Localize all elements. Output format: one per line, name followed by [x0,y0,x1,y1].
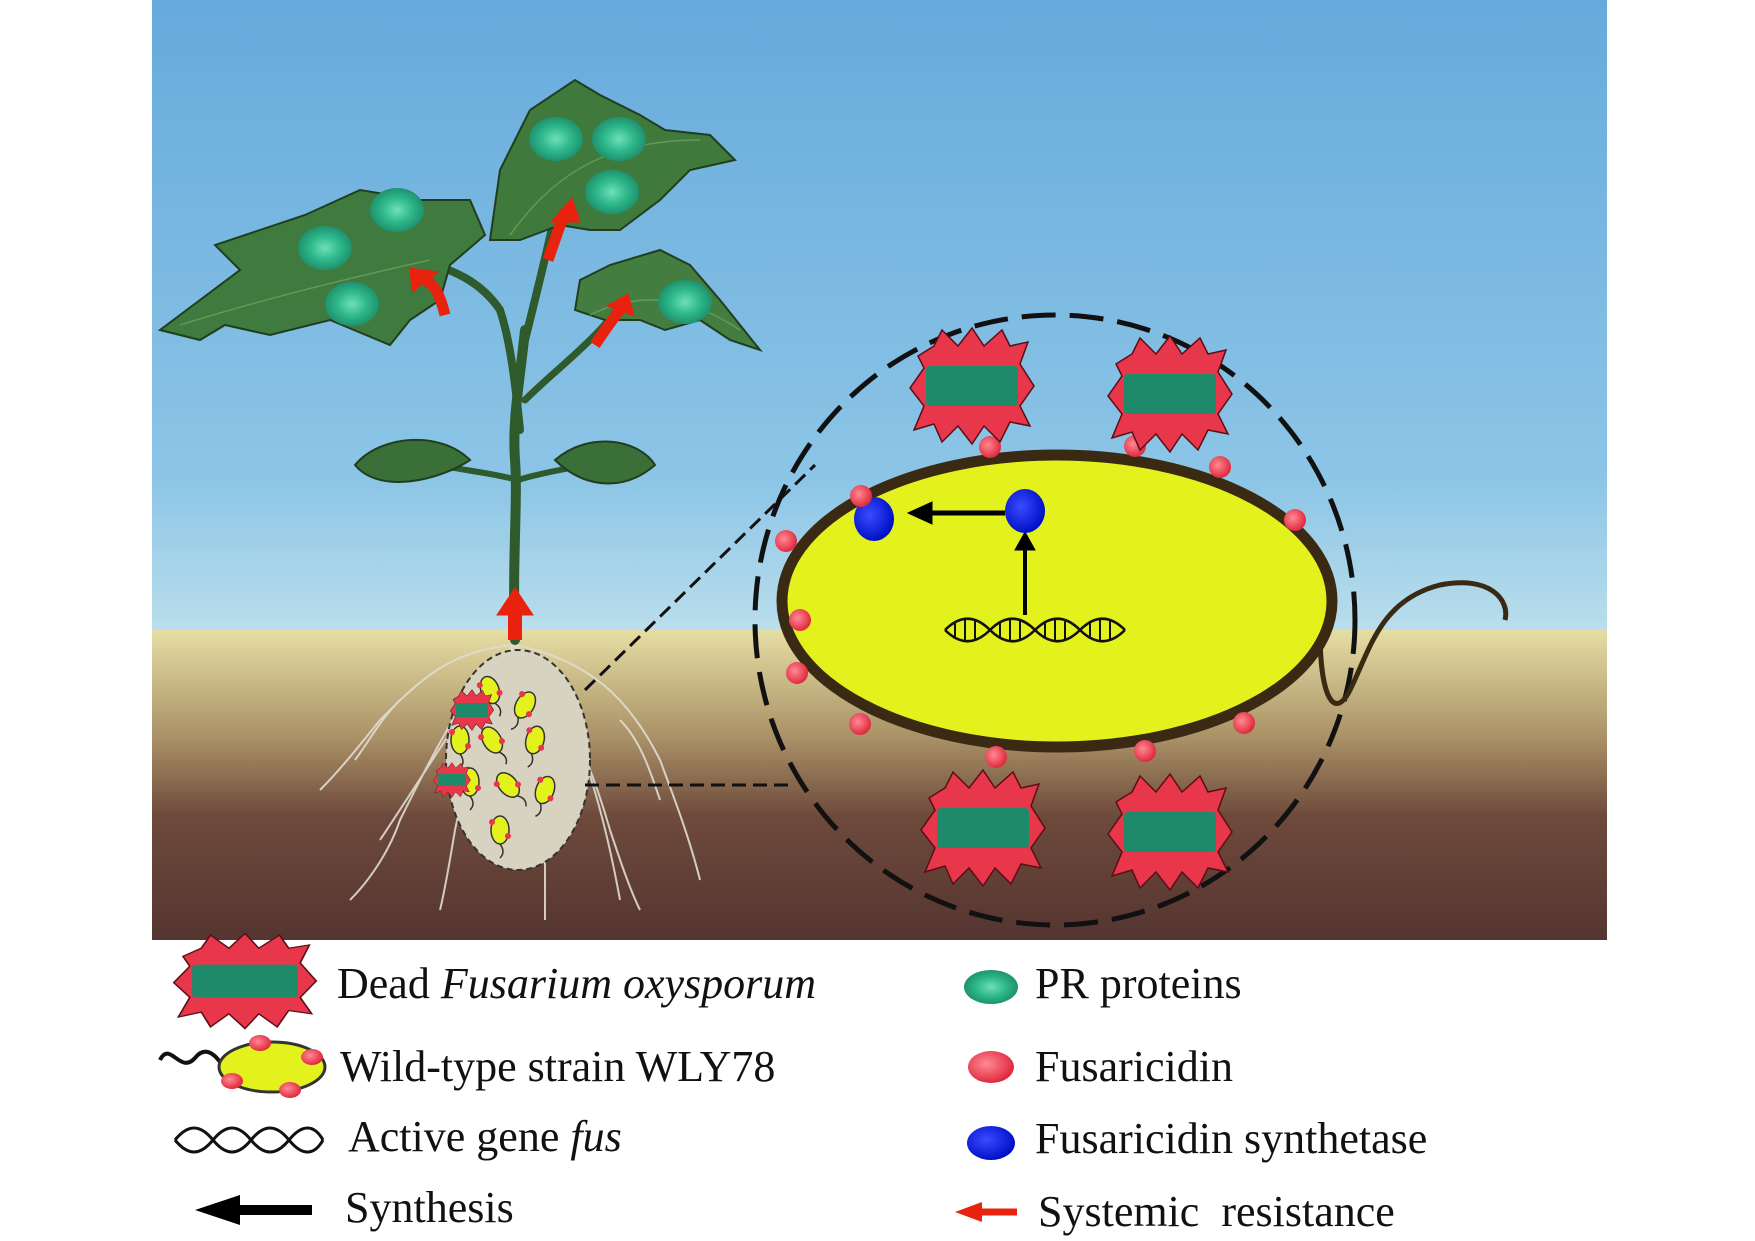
legend-systemic-resistance: Systemic resistance [1038,1187,1395,1236]
black-arrow-icon [195,1195,312,1225]
bacterium-cell [776,449,1338,753]
rhizosphere-zone [433,649,591,871]
legend-gene-name: fus [570,1112,622,1161]
dead-fungus-icon [172,932,318,1030]
pr-protein [298,226,352,270]
pr-protein [325,282,379,326]
pr-protein [370,188,424,232]
legend-synthesis: Synthesis [345,1183,514,1232]
legend-wild-type: Wild-type strain WLY78 [340,1042,776,1091]
pr-protein [585,170,639,214]
leaf-small-right [553,440,657,485]
legend-gene-prefix: Active gene [348,1112,571,1161]
leaf-small-left [353,439,472,483]
fusaricidin-synthetase [1005,489,1045,533]
fusaricidin-dots [775,435,1306,768]
red-ellipse-icon [968,1051,1014,1083]
pr-protein [592,117,646,161]
blue-ellipse-icon [967,1126,1015,1160]
green-ellipse-icon [964,970,1018,1004]
systemic-resistance-arrows [409,197,635,640]
bacterium-icon [158,1035,327,1098]
legend-fusaricidin-synthetase: Fusaricidin synthetase [1035,1114,1428,1163]
fus-gene-dna [944,617,1126,643]
fusaricidin-synthetase [854,497,894,541]
legend [158,932,1018,1225]
magnified-view-circle [752,312,1358,928]
legend-fusaricidin: Fusaricidin [1035,1042,1233,1091]
red-arrow-icon [955,1202,1017,1222]
leaf-veins [179,139,741,331]
pr-protein [529,117,583,161]
pr-protein [658,280,712,324]
legend-pr-proteins: PR proteins [1035,959,1242,1008]
legend-dead-species: Fusarium oxysporum [440,959,817,1008]
zoom-lines [583,463,817,787]
legend-dead-prefix: Dead [337,959,441,1008]
flagellum [1317,580,1509,706]
legend-dead-fusarium: Dead Fusarium oxysporum [337,962,816,1006]
legend-active-gene: Active gene fus [348,1115,622,1159]
pr-proteins-on-leaves [298,117,712,326]
dna-icon [173,1126,325,1154]
synthesis-arrows [906,501,1036,615]
